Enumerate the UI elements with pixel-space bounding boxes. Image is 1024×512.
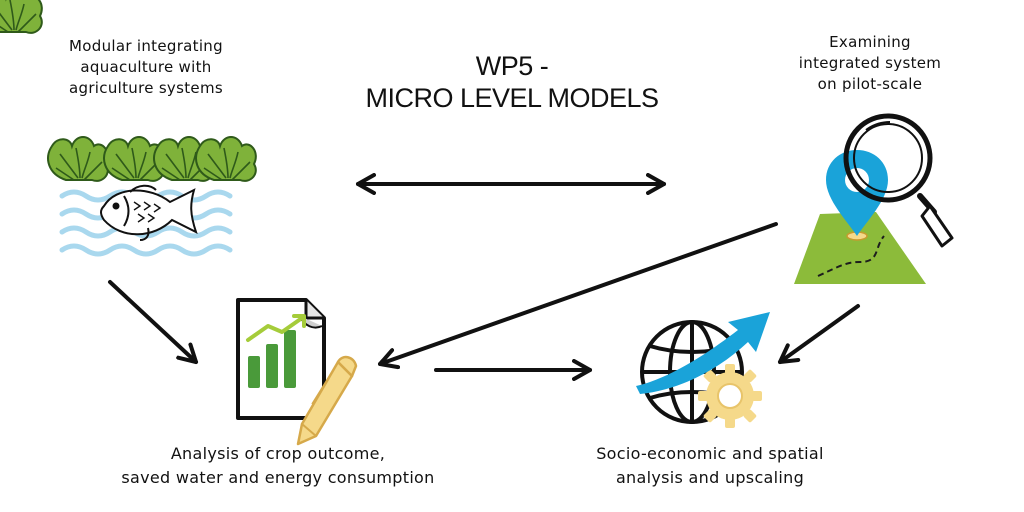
pencil-icon <box>296 355 358 446</box>
node-label-analysis-line1: Analysis of crop outcome, <box>170 444 386 463</box>
bar-chart <box>248 330 296 388</box>
node-label-examining-line2: integrated system <box>798 54 942 72</box>
node-label-socio-line1: Socio-economic and spatial <box>596 444 824 463</box>
growth-arrow <box>636 312 770 394</box>
node-label-modular-line2: aquaculture with <box>80 58 212 76</box>
node-label-modular: Modular integrating aquaculture with agr… <box>20 36 272 99</box>
fish-icon <box>100 184 198 241</box>
report-chart-icon <box>236 298 358 446</box>
node-label-examining: Examining integrated system on pilot-sca… <box>740 32 1000 95</box>
node-label-examining-line1: Examining <box>829 33 911 51</box>
gear-icon <box>698 364 762 428</box>
diagram-title-line2: MICRO LEVEL MODELS <box>365 83 659 113</box>
aquaponics-icon <box>0 0 257 257</box>
node-label-analysis-line2: saved water and energy consumption <box>121 468 435 487</box>
node-label-modular-line3: agriculture systems <box>69 79 223 97</box>
map-magnifier-icon <box>794 113 954 284</box>
node-label-examining-line3: on pilot-scale <box>817 75 923 93</box>
lettuce-icon <box>0 0 43 34</box>
diagram-title: WP5 - MICRO LEVEL MODELS <box>336 50 688 114</box>
arrow-examining-to-analysis <box>378 222 778 370</box>
arrow-examining-to-socio <box>778 304 860 364</box>
node-label-socio-line2: analysis and upscaling <box>615 468 805 487</box>
connectors <box>108 173 860 381</box>
document-sheet <box>236 298 326 420</box>
map-shape <box>794 212 926 284</box>
globe-growth-icon <box>636 312 770 428</box>
node-label-analysis: Analysis of crop outcome, saved water an… <box>70 442 486 490</box>
node-label-modular-line1: Modular integrating <box>69 37 223 55</box>
diagram-title-line1: WP5 - <box>475 51 549 81</box>
node-label-socio: Socio-economic and spatial analysis and … <box>560 442 860 490</box>
arrow-modular-to-analysis <box>108 280 198 364</box>
magnifier-icon <box>843 113 954 248</box>
